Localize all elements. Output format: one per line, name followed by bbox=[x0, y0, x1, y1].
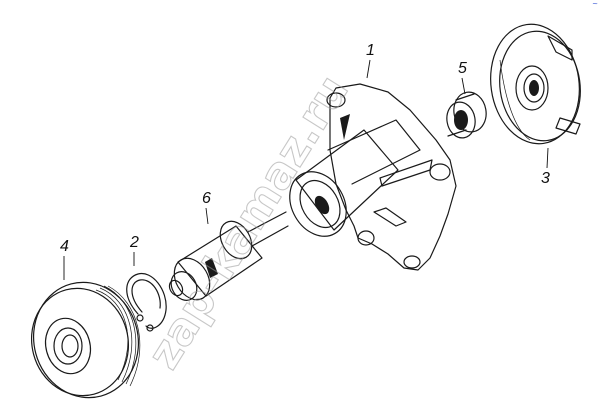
label-part-5: 5 bbox=[458, 60, 467, 77]
part-3-impeller bbox=[490, 23, 581, 145]
part-6-bearing bbox=[168, 211, 289, 301]
part-5-seal bbox=[446, 91, 487, 139]
part-2-snap-ring bbox=[126, 272, 167, 332]
callout-6: 6 bbox=[202, 190, 211, 225]
label-part-2: 2 bbox=[129, 234, 139, 251]
label-part-4: 4 bbox=[60, 238, 69, 255]
label-part-3: 3 bbox=[541, 170, 550, 187]
callout-5: 5 bbox=[458, 60, 467, 95]
label-part-1: 1 bbox=[366, 42, 375, 59]
part-4-pulley bbox=[30, 281, 141, 399]
watermark-text: zap-kamaz.ru bbox=[138, 67, 359, 378]
part-1-housing bbox=[326, 83, 457, 271]
callout-1: 1 bbox=[366, 42, 375, 79]
callout-4: 4 bbox=[60, 238, 69, 280]
label-part-6: 6 bbox=[202, 190, 211, 207]
callout-3: 3 bbox=[541, 147, 550, 187]
corner-mark: ~ bbox=[592, 0, 598, 8]
housing-sleeve bbox=[289, 129, 399, 237]
callout-2: 2 bbox=[129, 234, 139, 266]
